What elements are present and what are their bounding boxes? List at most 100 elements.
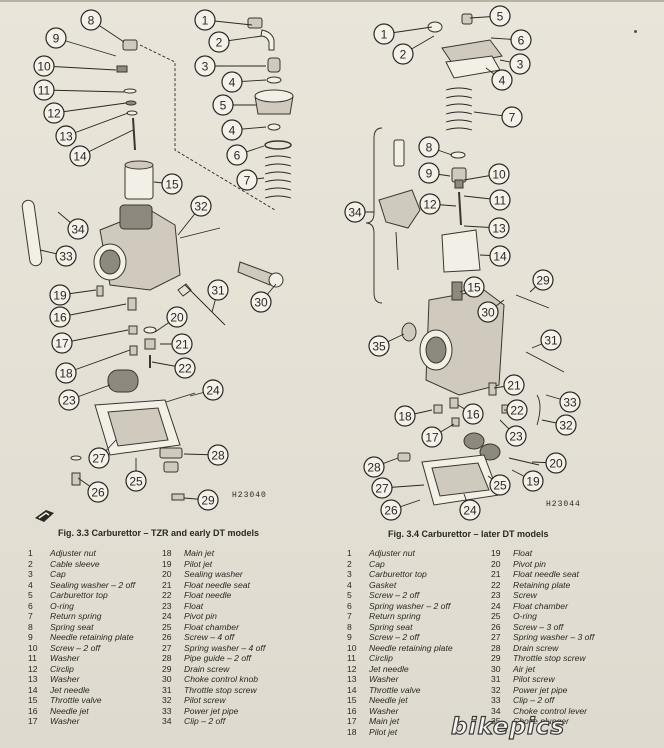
legend-text: Needle jet xyxy=(369,695,408,705)
legend-number: 23 xyxy=(162,600,172,611)
legend-text: Pipe guide – 2 off xyxy=(184,653,251,663)
svg-text:8: 8 xyxy=(88,14,95,28)
legend-text: Adjuster nut xyxy=(369,548,415,558)
callout-13: 13 xyxy=(488,217,510,239)
legend-number: 30 xyxy=(162,674,172,684)
callout-26: 26 xyxy=(87,481,109,503)
legend-text: Spring washer – 3 off xyxy=(513,632,595,642)
callout-4: 4 xyxy=(491,69,513,91)
legend-number: 33 xyxy=(491,695,501,705)
legend-number: 33 xyxy=(162,705,172,716)
legend-text: Jet needle xyxy=(369,663,409,674)
legend-text: Choke control lever xyxy=(513,705,588,716)
legend-text: Throttle valve xyxy=(50,695,102,705)
svg-text:11: 11 xyxy=(494,194,507,208)
callout-30: 30 xyxy=(477,301,499,323)
svg-text:19: 19 xyxy=(53,289,67,303)
page-corner-arrow-icon xyxy=(35,510,54,522)
callout-18: 18 xyxy=(55,362,77,384)
legend-text: Power jet pipe xyxy=(184,705,239,716)
legend-text: Pilot jet xyxy=(184,558,213,569)
svg-text:25: 25 xyxy=(129,475,143,489)
speck xyxy=(634,30,637,33)
legend-number: 18 xyxy=(347,726,357,737)
fig-3-3-legend-item-12: 12 Circlip xyxy=(28,664,135,675)
legend-text: Gasket xyxy=(369,579,397,590)
legend-number: 29 xyxy=(162,663,172,674)
power-jet-pipe-part xyxy=(536,394,541,426)
callout-19: 19 xyxy=(49,284,71,306)
callout-12: 12 xyxy=(43,102,65,124)
legend-number: 15 xyxy=(28,695,38,705)
fig-3-4-legend-item-11: 11 Circlip xyxy=(347,653,453,664)
svg-text:28: 28 xyxy=(211,449,225,463)
legend-text: Float xyxy=(184,600,204,611)
callout-34: 34 xyxy=(344,201,366,223)
legend-text: Circlip xyxy=(369,653,393,663)
legend-number: 11 xyxy=(347,653,356,663)
legend-text: Drain screw xyxy=(184,663,230,674)
svg-text:23: 23 xyxy=(509,430,523,444)
svg-text:2: 2 xyxy=(216,36,223,50)
legend-text: Jet needle xyxy=(50,684,90,695)
legend-number: 12 xyxy=(28,663,38,674)
needle-part xyxy=(116,39,138,151)
legend-number: 17 xyxy=(28,716,38,726)
legend-text: Throttle valve xyxy=(369,684,421,695)
fig-3-4-caption: Fig. 3.4 Carburettor – later DT models xyxy=(388,529,549,539)
svg-text:10: 10 xyxy=(37,60,51,74)
legend-text: Pilot screw xyxy=(184,695,226,705)
svg-text:13: 13 xyxy=(59,130,73,144)
legend-text: Washer xyxy=(50,716,80,726)
callout-9: 9 xyxy=(418,162,440,184)
legend-text: Float chamber xyxy=(513,600,568,611)
callout-21: 21 xyxy=(503,374,525,396)
legend-number: 7 xyxy=(28,611,33,621)
legend-text: Washer xyxy=(50,653,80,663)
legend-number: 1 xyxy=(28,548,33,558)
float-chamber-part xyxy=(94,399,183,473)
svg-text:21: 21 xyxy=(507,379,521,393)
legend-text: Circlip xyxy=(50,663,74,674)
callout-25: 25 xyxy=(489,474,511,496)
legend-number: 34 xyxy=(491,705,501,716)
legend-number: 25 xyxy=(491,611,501,621)
legend-text: Spring washer – 4 off xyxy=(184,642,266,653)
legend-number: 20 xyxy=(491,558,501,569)
legend-number: 23 xyxy=(491,590,501,600)
choke-knob-part xyxy=(237,261,284,288)
svg-text:31: 31 xyxy=(211,284,225,298)
bikepics-watermark-logo: bikepics xyxy=(450,713,564,740)
throttle-valve-part xyxy=(124,160,154,200)
legend-number: 34 xyxy=(162,716,172,726)
callout-6: 6 xyxy=(226,144,248,166)
svg-text:34: 34 xyxy=(348,206,362,220)
svg-text:22: 22 xyxy=(178,362,192,376)
svg-text:15: 15 xyxy=(165,178,179,192)
callout-31: 31 xyxy=(540,329,562,351)
return-spring-part xyxy=(264,155,292,199)
callout-14: 14 xyxy=(489,245,511,267)
legend-text: Return spring xyxy=(50,611,102,621)
legend-text: Carburettor top xyxy=(50,590,108,600)
legend-text: Sealing washer – 2 off xyxy=(50,579,136,590)
legend-number: 14 xyxy=(28,684,38,695)
legend-text: Float chamber xyxy=(184,621,239,632)
svg-text:30: 30 xyxy=(481,306,495,320)
legend-text: Choke control knob xyxy=(184,674,259,684)
